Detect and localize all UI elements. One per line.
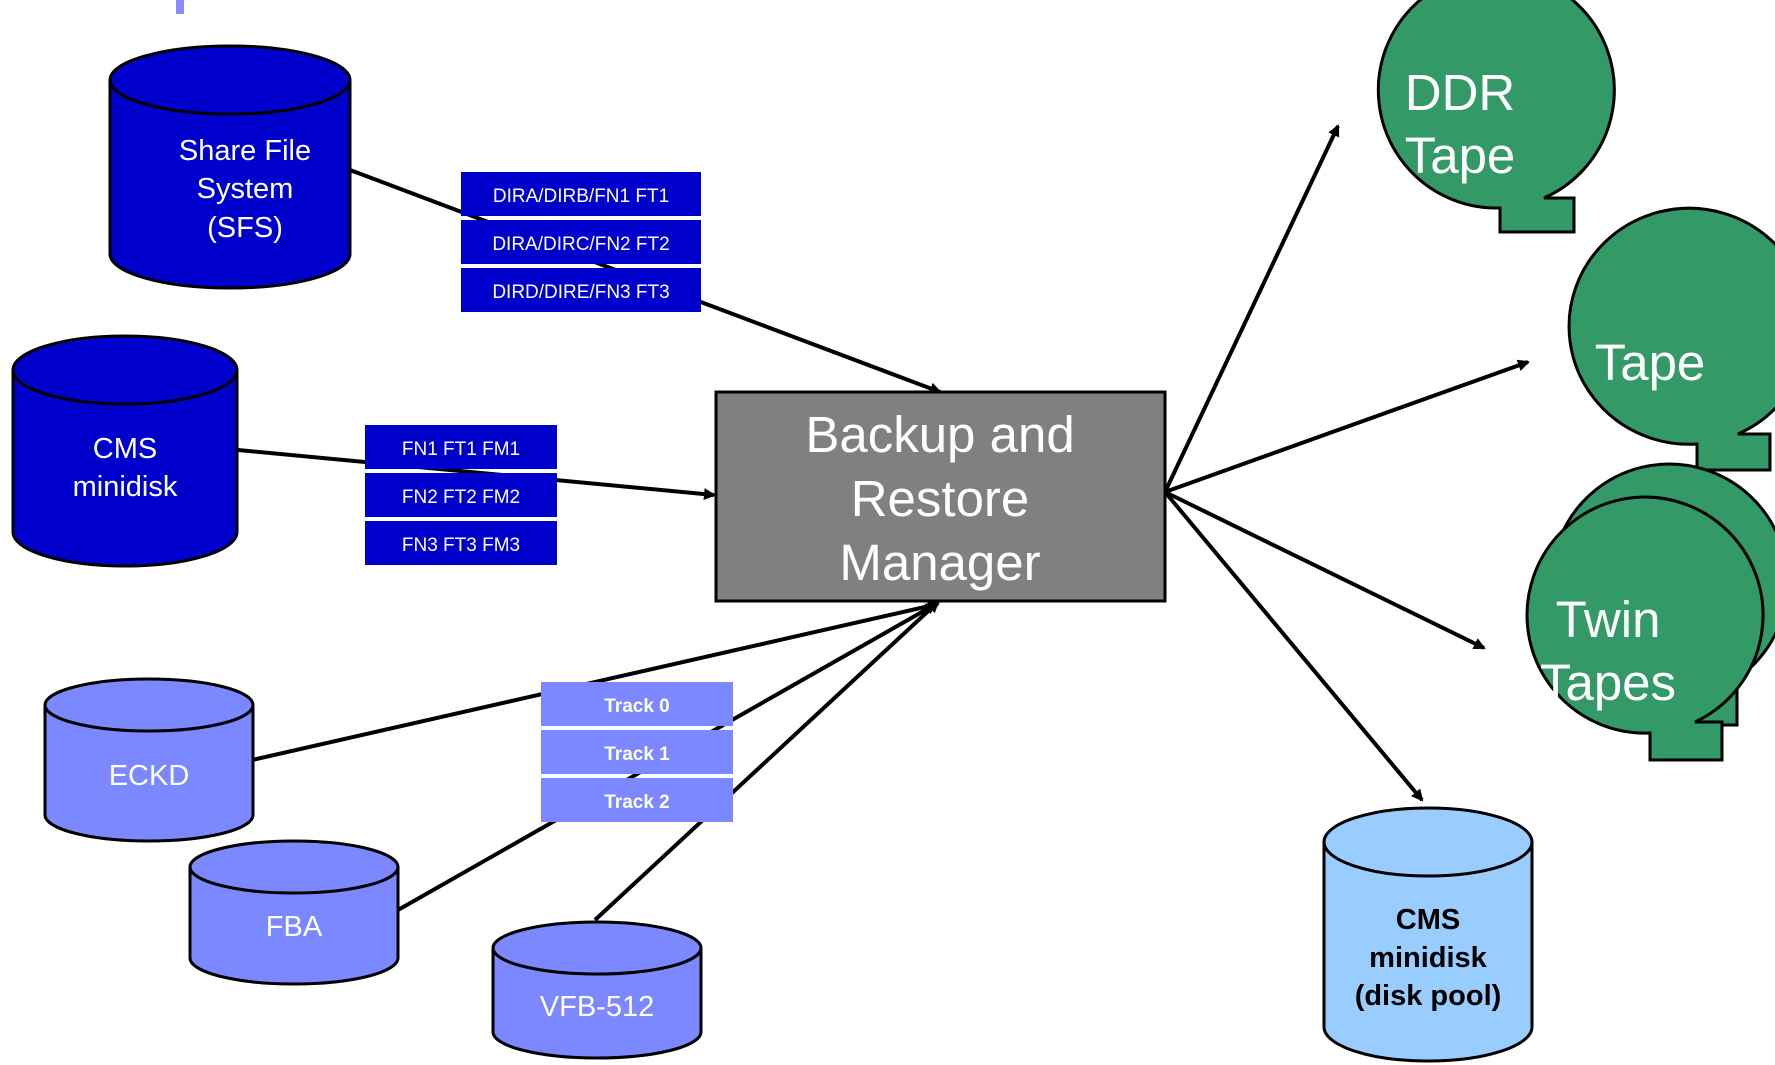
twin-label-line-1: Twin bbox=[1556, 591, 1661, 648]
track-row: Track 2 bbox=[604, 792, 670, 813]
cms-label-line-2: minidisk bbox=[73, 471, 178, 503]
connector-manager-to-tape bbox=[1164, 359, 1530, 494]
pool-label-line-3: (disk pool) bbox=[1355, 980, 1502, 1012]
sfs-label-line-1: Share File bbox=[179, 135, 311, 167]
ddr-label-line-2: Tape bbox=[1405, 127, 1516, 184]
sfs-file-row: DIRA/DIRB/FN1 FT1 bbox=[493, 186, 669, 207]
pool-label-line-1: CMS bbox=[1396, 904, 1460, 936]
eckd-cylinder: ECKD bbox=[43, 677, 255, 843]
cms-file-row: FN3 FT3 FM3 bbox=[402, 535, 520, 556]
ddr-tape-shape: DDR Tape bbox=[1376, 0, 1616, 234]
cms-file-list: FN1 FT1 FM1 FN2 FT2 FM2 FN3 FT3 FM3 bbox=[365, 425, 557, 565]
disk-pool-cylinder: CMS minidisk (disk pool) bbox=[1322, 806, 1534, 1063]
vfb512-label: VFB-512 bbox=[540, 991, 654, 1023]
track-row: Track 1 bbox=[604, 744, 670, 765]
title-accent-bar bbox=[176, 0, 184, 14]
track-list: Track 0 Track 1 Track 2 bbox=[541, 682, 733, 822]
tape-shape: Tape bbox=[1567, 206, 1775, 472]
connectors bbox=[237, 124, 1530, 922]
fba-cylinder: FBA bbox=[188, 839, 400, 986]
cms-minidisk-cylinder: CMS minidisk bbox=[11, 334, 239, 568]
pool-label-line-2: minidisk bbox=[1369, 942, 1488, 974]
cms-file-row: FN1 FT1 FM1 bbox=[402, 439, 520, 460]
cms-file-row: FN2 FT2 FM2 bbox=[402, 487, 520, 508]
sfs-file-row: DIRA/DIRC/FN2 FT2 bbox=[492, 234, 669, 255]
manager-label-line-3: Manager bbox=[839, 534, 1040, 591]
connector-cms-to-manager bbox=[237, 448, 716, 501]
connector-vfb-to-manager bbox=[593, 600, 940, 922]
vfb512-cylinder: VFB-512 bbox=[491, 920, 703, 1060]
manager-label-line-2: Restore bbox=[851, 470, 1030, 527]
ddr-label-line-1: DDR bbox=[1405, 64, 1516, 121]
cms-label-line-1: CMS bbox=[93, 433, 157, 465]
sfs-file-list: DIRA/DIRB/FN1 FT1 DIRA/DIRC/FN2 FT2 DIRD… bbox=[461, 172, 701, 312]
connector-manager-to-pool bbox=[1163, 490, 1424, 802]
fba-label: FBA bbox=[266, 911, 323, 943]
twin-tapes-shape: Twin Tapes bbox=[1525, 462, 1775, 762]
sfs-file-row: DIRD/DIRE/FN3 FT3 bbox=[492, 282, 669, 303]
manager-label-line-1: Backup and bbox=[805, 406, 1074, 463]
sfs-label-line-2: System bbox=[197, 173, 294, 205]
twin-label-line-2: Tapes bbox=[1540, 654, 1676, 711]
track-row: Track 0 bbox=[604, 696, 670, 717]
tape-label: Tape bbox=[1595, 334, 1706, 391]
backup-restore-manager-box: Backup and Restore Manager bbox=[714, 390, 1167, 603]
connector-manager-to-ddr bbox=[1163, 124, 1340, 493]
sfs-cylinder: Share File System (SFS) bbox=[108, 44, 352, 290]
connector-manager-to-twin bbox=[1164, 490, 1486, 650]
eckd-label: ECKD bbox=[109, 760, 190, 792]
sfs-label-line-3: (SFS) bbox=[207, 212, 283, 244]
